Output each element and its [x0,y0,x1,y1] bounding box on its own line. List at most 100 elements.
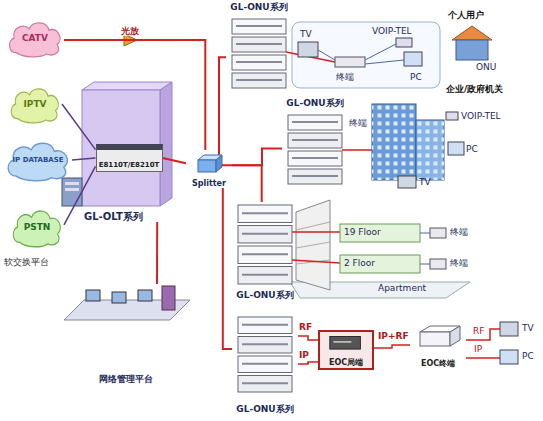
node-label: E8110T/E8210T [99,161,160,169]
node-label: PSTN [24,222,51,232]
text-label: PC [410,72,422,82]
onu-rack: GL-ONU系列 [226,2,292,94]
apartment-building [296,200,330,290]
floor-panel [340,255,420,273]
onu-unit [238,267,292,285]
phone-icon [396,38,412,47]
office-building [372,104,416,180]
onu-slot [236,79,282,81]
office-windows [416,120,444,180]
text-label: IP [474,344,482,354]
user-panel [292,22,440,88]
pc-icon [112,292,126,303]
home-wire [318,50,335,60]
eoc-terminal: EOC终端 [410,322,466,368]
onu-slot [242,274,288,276]
onu-rack: GL-ONU系列 [232,314,298,414]
pc-icon [448,142,464,155]
tv-icon [398,176,416,188]
onu-rack: GL-ONU系列 [232,202,298,300]
connector-line [232,165,262,202]
onu-rack: GL-ONU系列 [282,98,348,190]
onu-slot [242,343,288,345]
onu-slot [236,61,282,63]
text-label: 终端 [336,72,354,82]
onu-slot [236,25,282,27]
cloud-shape [11,89,58,123]
office-windows [372,104,416,180]
onu-unit [238,317,292,334]
splitter-body [198,160,216,172]
floor-wire [420,264,430,265]
office-building [416,120,444,180]
connector-line [156,222,158,284]
text-label: PC [522,351,534,361]
onu-unit [238,205,292,223]
node-label: EOC局端 [329,358,363,367]
connector-line [223,188,232,349]
pc-icon [86,290,100,301]
service-cloud: PSTN [10,206,64,248]
softswitch-device [62,178,82,206]
floor-panel [340,224,420,242]
connector-line [298,336,318,340]
cabinet-top [82,82,172,90]
pc-icon [404,52,422,66]
eoc-device [420,332,450,346]
text-label: 终端 [450,227,468,237]
onu-unit [238,246,292,264]
onu-slot [292,157,338,159]
terminal-device [430,259,446,269]
connector-line [298,362,318,364]
splitter-side [216,155,222,172]
pc-icon [138,290,152,301]
onu-unit [288,151,342,166]
floor-wire [420,233,430,234]
text-label: ONU [476,62,496,72]
edge-label: 光放 [120,26,140,36]
ip-wire [466,357,500,359]
house-body [456,40,488,60]
pc-icon [500,350,518,364]
node-label: IPTV [23,99,46,109]
connector-line [64,40,205,150]
tv-icon [500,322,518,336]
text-label: TV [522,323,534,333]
onu-slot [242,382,288,384]
onu-unit [232,37,286,52]
onu-unit [232,55,286,70]
cloud-shape [10,23,61,57]
text-label: 个人用户 [448,10,484,20]
text-label: TV [300,29,312,39]
olt-cabinet: GL-OLT系列 E8110T/E8210T [74,80,178,222]
onu-unit [288,133,342,148]
server-icon [162,286,175,310]
softswitch-slot [65,182,79,185]
onu-unit [238,226,292,244]
home-wire [365,60,404,64]
text-label: TV [419,177,431,187]
connector-line [374,345,410,348]
connector-line [219,57,232,165]
edge-label: RF [298,322,313,332]
text-label: 软交换平台 [4,257,49,267]
connector-line [163,158,187,163]
edge-label: IP [298,350,310,360]
node-label: GL-OLT系列 [84,211,143,223]
onu-unit [238,376,292,393]
eoc-head-slot [333,341,351,343]
service-cloud: CATV [6,18,64,58]
cloud-shape [13,211,60,247]
onu-slot [242,253,288,255]
house-roof [452,26,492,40]
node-label: GL-ONU系列 [286,98,343,108]
eoc-head-device [330,337,361,350]
floor-wire [292,260,340,263]
terminal-device [335,57,365,67]
text-label: 19 Floor [344,227,381,237]
phone-icon [446,112,458,120]
node-label: GL-ONU系列 [236,290,293,300]
